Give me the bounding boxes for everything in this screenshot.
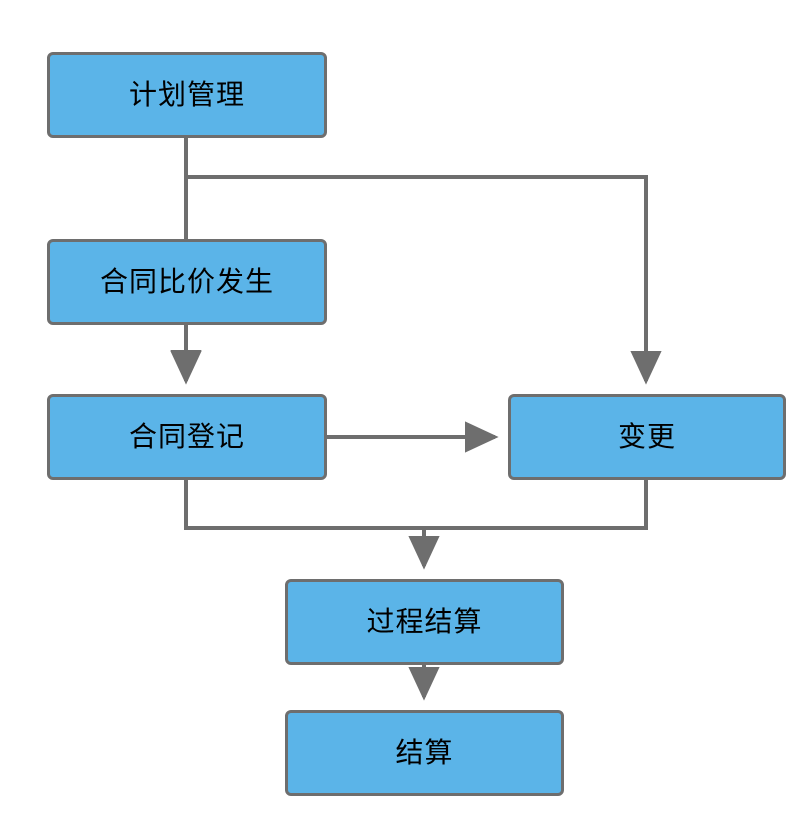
node-plan-management[interactable]: 计划管理 <box>47 52 327 138</box>
node-contract-price-comparison[interactable]: 合同比价发生 <box>47 239 327 325</box>
node-label: 合同比价发生 <box>99 265 274 298</box>
edge-change-to-progress <box>424 480 648 530</box>
node-label: 计划管理 <box>128 78 245 111</box>
edge-register-to-progress <box>184 480 424 530</box>
node-settlement[interactable]: 结算 <box>285 710 564 796</box>
node-contract-registration[interactable]: 合同登记 <box>47 394 327 480</box>
node-label: 结算 <box>395 736 454 769</box>
node-label: 变更 <box>617 420 676 453</box>
node-process-settlement[interactable]: 过程结算 <box>285 579 564 665</box>
node-change[interactable]: 变更 <box>508 394 786 480</box>
node-label: 过程结算 <box>366 605 483 638</box>
node-label: 合同登记 <box>128 420 245 453</box>
